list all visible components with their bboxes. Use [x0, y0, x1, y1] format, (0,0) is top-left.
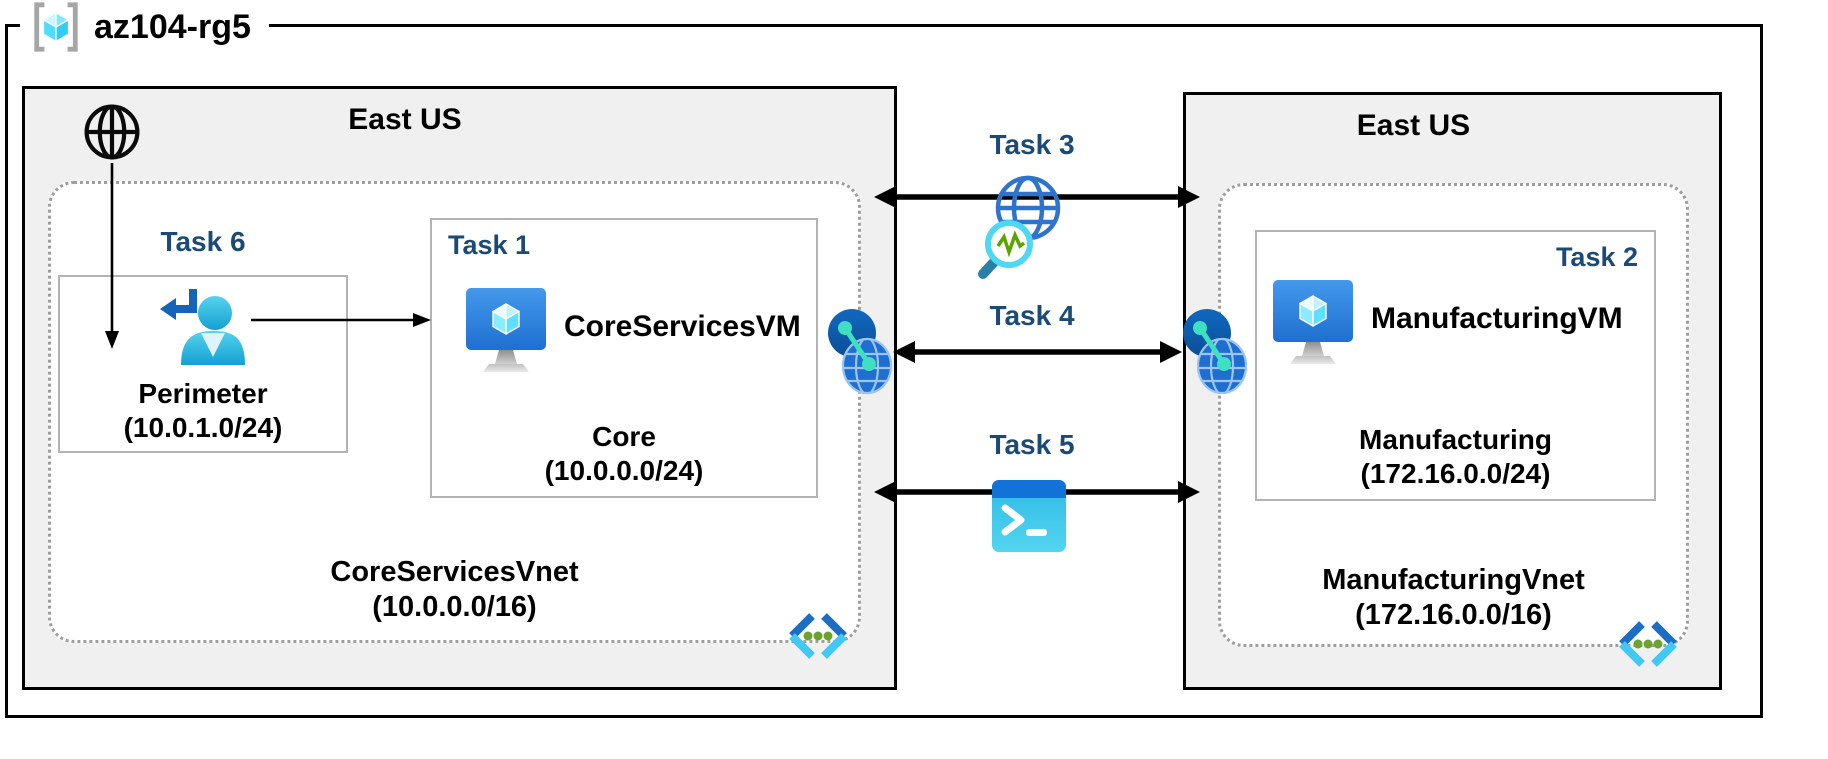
resource-group-icon [34, 2, 78, 52]
perimeter-caption: Perimeter (10.0.1.0/24) [124, 377, 283, 445]
region-box-left: East US Task 6 [22, 86, 897, 690]
manufacturing-subnet-cidr: (172.16.0.0/24) [1360, 458, 1551, 489]
manufacturing-subnet-box: Task 2 [1255, 230, 1656, 501]
core-vnet-caption: CoreServicesVnet (10.0.0.0/16) [48, 555, 861, 625]
manufacturing-vnet-name: ManufacturingVnet [1322, 564, 1585, 596]
region-right-location: East US [1356, 109, 1471, 142]
core-services-vm-name: CoreServicesVM [564, 310, 801, 343]
virtual-machine-icon [466, 288, 546, 372]
core-services-vm: CoreServicesVM [464, 286, 801, 382]
task3-connection-arrow [874, 186, 1200, 208]
task4-connection-arrow [893, 341, 1182, 363]
core-subnet-box: Task 1 [430, 218, 818, 498]
network-watcher-icon [978, 175, 1061, 279]
manufacturing-vm-name: ManufacturingVM [1371, 302, 1623, 335]
resource-group-name: az104-rg5 [94, 7, 251, 46]
core-subnet-caption: Core (10.0.0.0/24) [432, 420, 816, 488]
resource-group-boundary [5, 24, 1763, 718]
task1-label: Task 1 [448, 230, 531, 260]
manufacturing-subnet-caption: Manufacturing (172.16.0.0/24) [1257, 423, 1654, 491]
perimeter-subnet-box: Perimeter (10.0.1.0/24) [58, 275, 348, 453]
manufacturing-vnet-caption: ManufacturingVnet (172.16.0.0/16) [1218, 563, 1689, 633]
internet-to-perimeter-arrow [105, 163, 119, 349]
resource-group-title: az104-rg5 [20, 1, 269, 53]
core-vnet-name: CoreServicesVnet [330, 556, 579, 588]
task6-label: Task 6 [160, 226, 246, 257]
virtual-machine-icon [1273, 280, 1353, 364]
perimeter-subnet-cidr: (10.0.1.0/24) [123, 412, 283, 443]
vnet-peering-icon [1183, 309, 1248, 395]
perimeter-to-core-arrow [251, 313, 431, 327]
virtual-network-icon [789, 613, 847, 659]
manufacturing-subnet-name: Manufacturing [1359, 424, 1552, 455]
manufacturing-vnet-cidr: (172.16.0.0/16) [1355, 599, 1552, 631]
task5-label: Task 5 [989, 429, 1075, 460]
cloud-shell-icon [992, 480, 1066, 552]
internet-globe-icon [84, 104, 140, 160]
manufacturing-vm: ManufacturingVM [1271, 278, 1623, 374]
core-vnet-cidr: (10.0.0.0/16) [372, 591, 537, 623]
core-subnet-name: Core [592, 421, 656, 452]
perimeter-subnet-name: Perimeter [138, 378, 268, 409]
region-box-right: East US Task 2 [1183, 92, 1722, 690]
virtual-network-icon [1619, 621, 1677, 667]
task4-label: Task 4 [989, 300, 1075, 331]
user-signin-icon [160, 289, 245, 365]
vnet-peering-icon [828, 309, 893, 395]
task3-label: Task 3 [989, 129, 1075, 160]
core-subnet-cidr: (10.0.0.0/24) [544, 455, 704, 486]
task2-label: Task 2 [1555, 242, 1638, 272]
region-left-location: East US [348, 103, 462, 136]
